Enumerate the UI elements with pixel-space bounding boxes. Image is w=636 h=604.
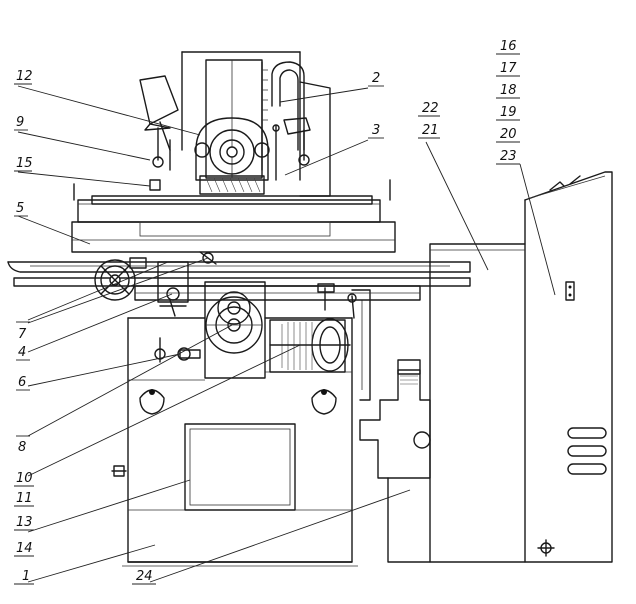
label-11: 11 <box>16 491 33 506</box>
table-clamp <box>149 179 161 191</box>
coolant-pipe <box>271 61 305 151</box>
label-16: 16 <box>500 39 517 54</box>
label-7: 7 <box>18 327 27 342</box>
label-1: 1 <box>22 569 30 584</box>
work-table <box>7 179 471 301</box>
label-3: 3 <box>372 123 380 138</box>
hydraulic-drum <box>269 318 351 373</box>
label-21: 21 <box>422 123 439 138</box>
label-14: 14 <box>16 541 33 556</box>
label-18: 18 <box>500 83 517 98</box>
access-door <box>184 423 296 511</box>
label-10: 10 <box>16 471 33 486</box>
wheel-guard <box>199 175 265 195</box>
label-2: 2 <box>372 71 380 86</box>
feed-levers <box>157 251 217 317</box>
feed-gearbox <box>204 281 266 379</box>
label-24: 24 <box>136 569 153 584</box>
hydraulic-unit <box>359 359 431 563</box>
spindle-housing <box>194 117 270 181</box>
coolant-nozzles <box>152 117 311 181</box>
label-12: 12 <box>16 69 33 84</box>
gearbox-lever <box>154 337 201 363</box>
base-knob <box>111 465 127 477</box>
label-4: 4 <box>18 345 26 360</box>
electric-cabinet <box>429 171 613 563</box>
label-19: 19 <box>500 105 517 120</box>
wheel-head-column <box>181 51 331 197</box>
label-15: 15 <box>16 156 33 171</box>
lifting-eyes <box>139 389 337 415</box>
label-6: 6 <box>18 375 26 390</box>
table-handwheel <box>94 257 147 301</box>
label-17: 17 <box>500 61 517 76</box>
label-23: 23 <box>500 149 517 164</box>
leader-lines <box>17 85 556 583</box>
label-13: 13 <box>16 515 33 530</box>
work-lamp <box>139 75 179 151</box>
label-8: 8 <box>18 440 26 455</box>
label-5: 5 <box>16 201 24 216</box>
label-20: 20 <box>500 127 517 142</box>
callout-labels: 12 9 15 5 7 4 6 8 10 11 13 14 1 24 2 3 2… <box>14 39 520 585</box>
machine-base <box>122 289 371 567</box>
drum-lever <box>317 283 357 319</box>
label-22: 22 <box>422 101 439 116</box>
label-9: 9 <box>16 115 24 130</box>
